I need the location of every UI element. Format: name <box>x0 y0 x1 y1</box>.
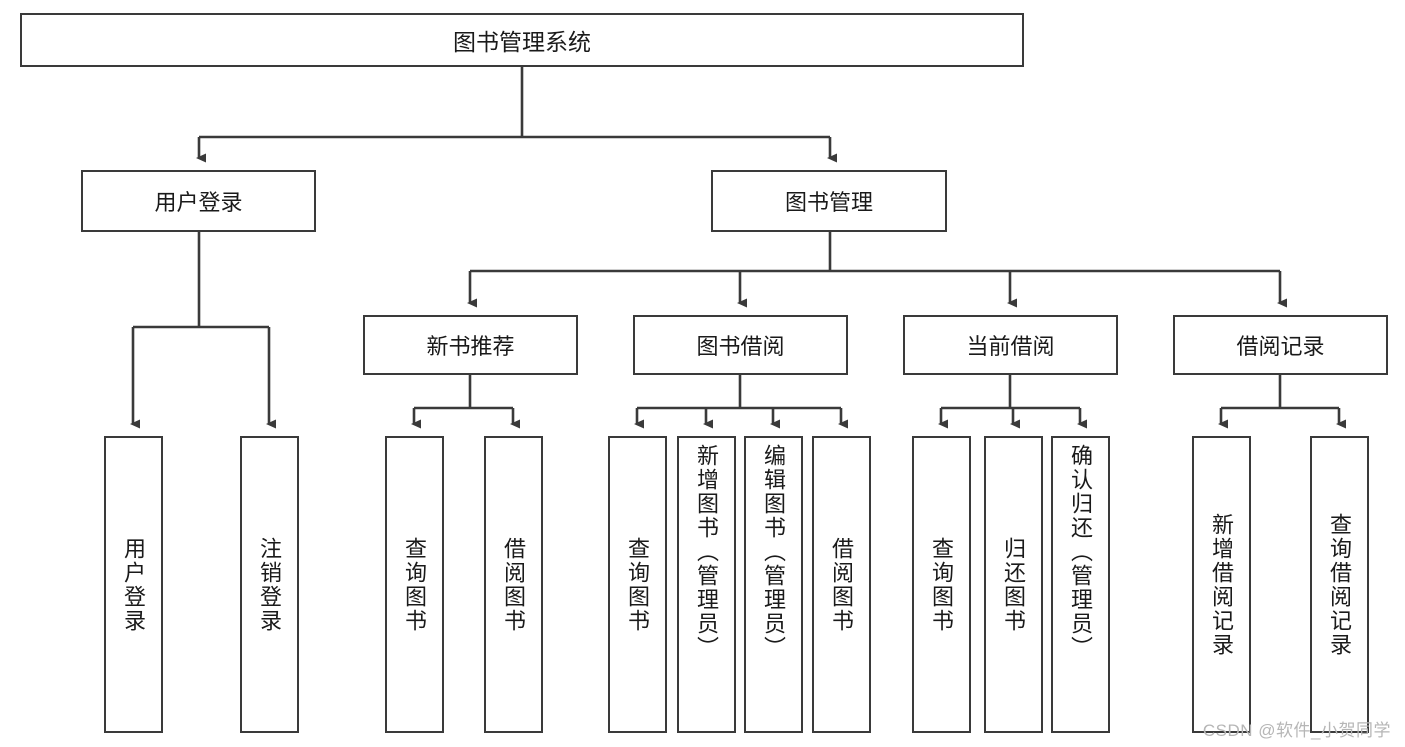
leaf-logout[interactable]: 注销登录 <box>240 436 299 733</box>
node-label: 图书管理系统 <box>453 29 591 55</box>
node-label: 编辑图书（管理员） <box>761 444 787 660</box>
leaf-borrow-book-new[interactable]: 借阅图书 <box>484 436 543 733</box>
node-label: 借阅记录 <box>1236 334 1325 359</box>
node-user-login[interactable]: 用户登录 <box>81 170 316 232</box>
leaf-add-borrow-record[interactable]: 新增借阅记录 <box>1192 436 1251 733</box>
node-label: 注销登录 <box>257 536 283 633</box>
node-label: 归还图书 <box>1001 536 1027 633</box>
leaf-add-book-admin[interactable]: 新增图书（管理员） <box>677 436 736 733</box>
node-label: 借阅图书 <box>501 536 527 633</box>
node-borrowing-record[interactable]: 借阅记录 <box>1173 315 1388 375</box>
leaf-query-borrow-record[interactable]: 查询借阅记录 <box>1310 436 1369 733</box>
node-root-book-management-system[interactable]: 图书管理系统 <box>20 13 1024 67</box>
node-label: 新增图书（管理员） <box>694 444 720 660</box>
node-book-management[interactable]: 图书管理 <box>711 170 947 232</box>
node-label: 借阅图书 <box>829 536 855 633</box>
node-label: 用户登录 <box>121 536 147 633</box>
node-label: 图书借阅 <box>696 334 785 359</box>
node-label: 查询图书 <box>625 536 651 633</box>
node-label: 新书推荐 <box>426 334 515 359</box>
leaf-borrow-book[interactable]: 借阅图书 <box>812 436 871 733</box>
node-label: 查询图书 <box>929 536 955 633</box>
node-label: 确认归还（管理员） <box>1068 444 1094 660</box>
watermark: CSDN @软件_小贺同学 <box>1202 721 1391 740</box>
leaf-edit-book-admin[interactable]: 编辑图书（管理员） <box>744 436 803 733</box>
node-label: 查询借阅记录 <box>1327 512 1353 657</box>
node-new-book-recommendation[interactable]: 新书推荐 <box>363 315 578 375</box>
node-label: 新增借阅记录 <box>1209 512 1235 657</box>
leaf-confirm-return-admin[interactable]: 确认归还（管理员） <box>1051 436 1110 733</box>
node-book-borrowing[interactable]: 图书借阅 <box>633 315 848 375</box>
node-current-borrowing[interactable]: 当前借阅 <box>903 315 1118 375</box>
leaf-query-book-borrow[interactable]: 查询图书 <box>608 436 667 733</box>
leaf-query-book-new[interactable]: 查询图书 <box>385 436 444 733</box>
node-label: 图书管理 <box>784 190 873 215</box>
node-label: 查询图书 <box>402 536 428 633</box>
leaf-return-book[interactable]: 归还图书 <box>984 436 1043 733</box>
leaf-query-book-current[interactable]: 查询图书 <box>912 436 971 733</box>
node-label: 当前借阅 <box>966 334 1055 359</box>
leaf-user-login[interactable]: 用户登录 <box>104 436 163 733</box>
node-label: 用户登录 <box>154 190 243 215</box>
